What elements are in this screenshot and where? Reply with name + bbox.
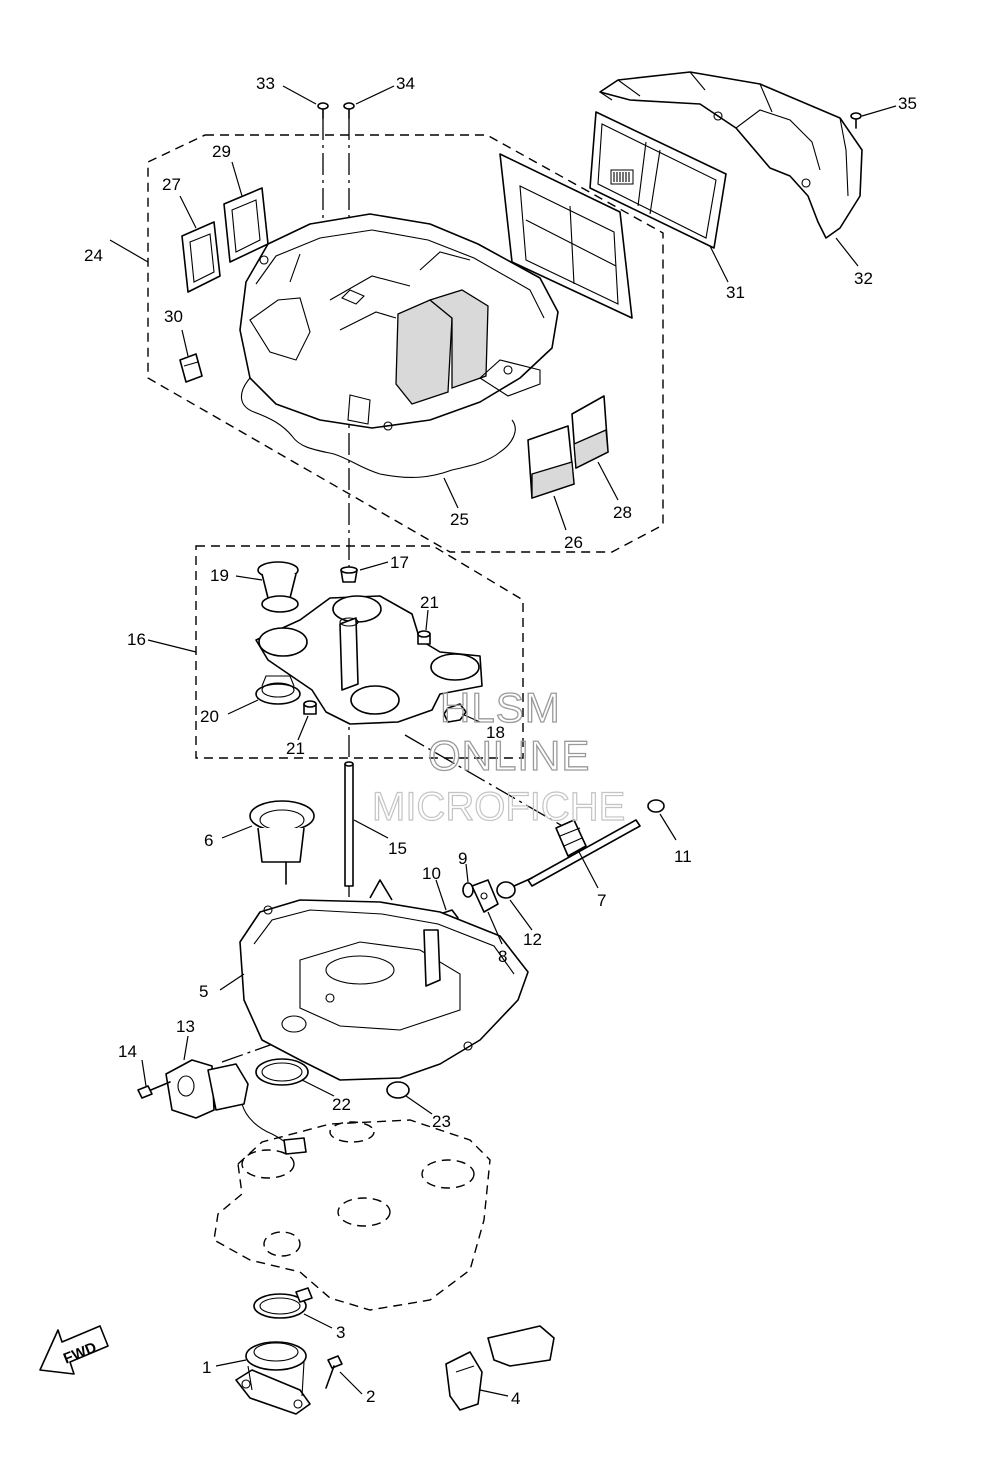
callout-30: 30 (164, 307, 183, 326)
callout-3: 3 (336, 1323, 345, 1342)
callout-11: 11 (674, 847, 692, 866)
rod-15 (344, 761, 354, 887)
screw-2 (325, 1355, 343, 1389)
collar-21-lower (303, 700, 317, 715)
airbox-24 (239, 213, 559, 431)
callout-25: 25 (450, 510, 469, 529)
nut-18 (443, 703, 467, 723)
screw-33 (317, 102, 329, 119)
watermark-line-1: HLSM (440, 684, 561, 731)
callout-21-upper: 21 (420, 593, 439, 612)
callout-6: 6 (204, 831, 213, 850)
bolt-14 (137, 1081, 171, 1099)
callout-33: 33 (256, 74, 275, 93)
clip-30 (179, 353, 203, 383)
callout-19: 19 (210, 566, 229, 585)
callout-27: 27 (162, 175, 181, 194)
collar-21-upper (417, 630, 431, 645)
filter-element-31 (589, 111, 727, 249)
washer-9 (462, 882, 474, 898)
callout-32: 32 (854, 269, 873, 288)
callout-35: 35 (898, 94, 917, 113)
callout-17: 17 (390, 553, 409, 572)
duct-29 (223, 187, 269, 263)
callout-4: 4 (511, 1389, 520, 1408)
callout-31: 31 (726, 283, 745, 302)
plate-8 (471, 879, 499, 913)
callout-24: 24 (84, 246, 103, 265)
callout-26: 26 (564, 533, 583, 552)
callout-29: 29 (212, 142, 231, 161)
funnel-19 (257, 561, 299, 613)
callout-10: 10 (422, 864, 441, 883)
callout-21-lower: 21 (286, 739, 305, 758)
joint-1 (235, 1341, 311, 1415)
callout-22: 22 (332, 1095, 351, 1114)
watermark-line-2: ONLINE (428, 732, 590, 779)
callout-5: 5 (199, 982, 208, 1001)
washer-11 (647, 799, 665, 813)
intake-chamber-5 (239, 879, 529, 1081)
intake-plate-assembly-boundary (195, 545, 524, 759)
callout-12: 12 (523, 930, 542, 949)
clamp-3 (253, 1287, 313, 1319)
alignment-line-sensor (221, 1037, 291, 1063)
callout-1: 1 (202, 1358, 211, 1377)
callout-2: 2 (366, 1387, 375, 1406)
callout-20: 20 (200, 707, 219, 726)
filter-housing-sheet (499, 153, 633, 319)
callout-numbers: 1 2 3 4 5 6 7 8 9 10 11 12 13 14 15 16 1… (84, 74, 917, 1408)
cylinder-head-outline (213, 1119, 491, 1311)
plug-23 (386, 1081, 410, 1099)
callout-14: 14 (118, 1042, 137, 1061)
callout-7: 7 (597, 891, 606, 910)
cover-32 (599, 71, 863, 239)
shaft-7 (527, 819, 641, 887)
fwd-arrow: FWD (39, 1325, 109, 1375)
callout-23: 23 (432, 1112, 451, 1131)
duct-26 (527, 425, 575, 499)
seal-25 (240, 377, 516, 478)
cover-4 (445, 1325, 555, 1411)
callout-13: 13 (176, 1017, 195, 1036)
callout-15: 15 (388, 839, 407, 858)
callout-28: 28 (613, 503, 632, 522)
funnel-20 (255, 675, 301, 705)
alignment-line-shaft (404, 734, 579, 836)
callout-16: 16 (127, 630, 146, 649)
watermark-line-3: MICROFICHE (372, 785, 625, 829)
watermark: HLSM ONLINE MICROFICHE (371, 683, 626, 829)
callout-34: 34 (396, 74, 415, 93)
screw-35 (850, 112, 862, 129)
callout-18: 18 (486, 723, 505, 742)
duct-28 (571, 395, 609, 470)
airbox-assembly-boundary (147, 134, 664, 553)
intake-plate-16 (255, 595, 483, 725)
sensor-13 (165, 1059, 307, 1155)
callout-8: 8 (498, 947, 507, 966)
screw-34 (343, 102, 355, 119)
duct-27 (181, 221, 221, 293)
funnel-6 (249, 800, 315, 885)
o-ring-22 (255, 1058, 309, 1086)
leader-lines (109, 85, 897, 1397)
grommet-17 (340, 566, 358, 583)
callout-9: 9 (458, 849, 467, 868)
bolt-12 (496, 877, 533, 899)
